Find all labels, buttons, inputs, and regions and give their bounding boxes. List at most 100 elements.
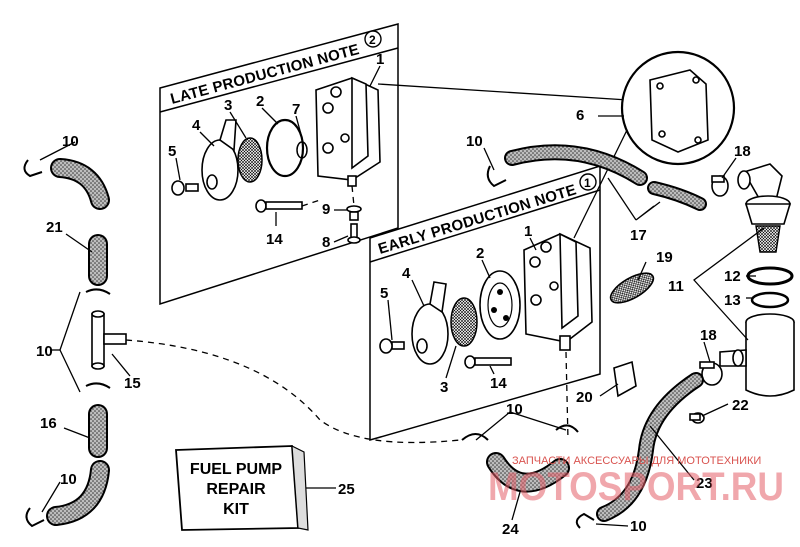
clamp-10-tc xyxy=(486,165,507,188)
late-check-fitting xyxy=(346,205,362,244)
callout-late-3: 3 xyxy=(224,97,232,114)
tee-fitting-15 xyxy=(91,310,127,370)
hose-17-lower xyxy=(649,183,705,209)
early-panel-frame xyxy=(369,164,601,441)
callout-24: 24 xyxy=(502,521,519,538)
callout-16: 16 xyxy=(40,415,57,432)
clamp-18-mid xyxy=(699,361,723,386)
early-panel-title-rule xyxy=(369,189,601,263)
early-screen xyxy=(450,297,478,347)
early-screw xyxy=(379,338,405,354)
callout-20: 20 xyxy=(576,389,593,406)
hose-elbow-bottom xyxy=(48,462,108,524)
early-diaphragm xyxy=(479,270,521,340)
watermark-caption: ЗАПЧАСТИ АКСЕССУАРЫ ДЛЯ МОТОТЕХНИКИ xyxy=(512,455,761,467)
hose-24 xyxy=(488,454,568,491)
clamp-10-bc-left xyxy=(461,433,489,441)
clamp-10-tl xyxy=(23,159,43,178)
early-note-number: 1 xyxy=(584,176,591,190)
callout-late-7: 7 xyxy=(292,101,300,118)
early-diaphragm-hole xyxy=(491,307,497,313)
hose-23 xyxy=(598,374,702,520)
early-diaphragm-hole xyxy=(497,289,503,295)
callout-10-mid-left: 10 xyxy=(36,343,53,360)
callout-17: 17 xyxy=(630,227,647,244)
fuel-filter-housing xyxy=(719,313,795,397)
callout-early-2: 2 xyxy=(476,245,484,262)
hose-elbow-top xyxy=(52,160,108,208)
early-diaphragm-inner xyxy=(487,282,513,328)
kit-label-line2: REPAIR xyxy=(206,481,266,498)
callout-10-bottom-left: 10 xyxy=(60,471,77,488)
late-long-screw xyxy=(255,199,303,213)
callout-labels: 1 2 3 4 5 7 9 8 14 1 2 4 5 3 14 6 10 10 … xyxy=(36,51,751,538)
callout-early-14: 14 xyxy=(490,375,507,392)
early-note-badge xyxy=(579,173,597,191)
filter-seal-13 xyxy=(750,291,790,309)
bracket-20 xyxy=(613,360,637,398)
late-panel-title-rule xyxy=(159,47,399,113)
late-gasket-ring xyxy=(265,118,305,178)
kit-label-line3: KIT xyxy=(223,501,249,518)
late-pump-cover xyxy=(201,119,239,201)
callout-19: 19 xyxy=(656,249,673,266)
filter-elbow-top xyxy=(737,163,783,201)
repair-kit-box: FUEL PUMP REPAIR KIT xyxy=(175,444,309,531)
callout-early-4: 4 xyxy=(402,265,411,282)
clamp-18-top xyxy=(711,175,729,197)
bolt-22 xyxy=(689,412,705,424)
callout-18-top: 18 xyxy=(734,143,751,160)
clamp-10-br xyxy=(575,512,595,529)
callout-late-9: 9 xyxy=(322,201,330,218)
late-pump-body xyxy=(315,76,381,187)
late-note-badge xyxy=(364,30,382,48)
late-screw xyxy=(171,180,199,196)
callout-11: 11 xyxy=(668,278,684,295)
early-pump-body xyxy=(523,232,593,351)
callout-late-2: 2 xyxy=(256,93,264,110)
late-production-panel: LATE PRODUCTION NOTE 2 xyxy=(159,23,399,306)
clamp-10-ml-bottom xyxy=(85,382,111,389)
clamp-10-ml-top xyxy=(85,288,111,295)
callout-15: 15 xyxy=(124,375,141,392)
callout-early-3: 3 xyxy=(440,379,448,396)
late-fitting-dash xyxy=(351,185,355,207)
early-pump-cover xyxy=(411,281,449,365)
callout-late-14: 14 xyxy=(266,231,283,248)
callout-10-top-center: 10 xyxy=(466,133,483,150)
callout-late-1: 1 xyxy=(376,51,384,68)
early-production-panel: EARLY PRODUCTION NOTE 1 xyxy=(369,164,601,441)
callout-22: 22 xyxy=(732,397,749,414)
late-screen xyxy=(237,137,263,183)
fuel-filter-top-cap xyxy=(744,195,792,253)
late-o-ring xyxy=(296,141,308,159)
callout-early-5: 5 xyxy=(380,285,388,302)
callout-10-bottom-center: 10 xyxy=(506,401,523,418)
callout-6: 6 xyxy=(576,107,584,124)
callout-12: 12 xyxy=(724,268,741,285)
routing-dash-pump xyxy=(565,351,569,441)
callout-early-1: 1 xyxy=(524,223,532,240)
callout-18-mid: 18 xyxy=(700,327,717,344)
callout-10-top-left: 10 xyxy=(62,133,79,150)
clamp-10-bc-right xyxy=(555,424,579,433)
callout-late-4: 4 xyxy=(192,117,201,134)
watermark: ЗАПЧАСТИ АКСЕССУАРЫ ДЛЯ МОТОТЕХНИКИ MOTO… xyxy=(488,455,784,509)
hose-17-upper xyxy=(506,146,646,184)
callout-13: 13 xyxy=(724,292,741,309)
late-note-number: 2 xyxy=(369,33,376,47)
callout-25: 25 xyxy=(338,481,355,498)
callout-late-8: 8 xyxy=(322,234,330,251)
callout-23: 23 xyxy=(696,475,713,492)
routing-dash-left xyxy=(125,339,461,444)
late-screw-dash xyxy=(301,199,321,207)
kit-label-line1: FUEL PUMP xyxy=(190,461,282,478)
callout-10-bottom-right: 10 xyxy=(630,518,647,535)
callout-late-5: 5 xyxy=(168,143,176,160)
gasket-detail-circle xyxy=(377,50,736,239)
early-diaphragm-hole xyxy=(503,315,509,321)
watermark-brand: MOTOSPORT.RU xyxy=(488,465,784,509)
early-long-screw xyxy=(464,355,512,369)
callout-21: 21 xyxy=(46,219,63,236)
